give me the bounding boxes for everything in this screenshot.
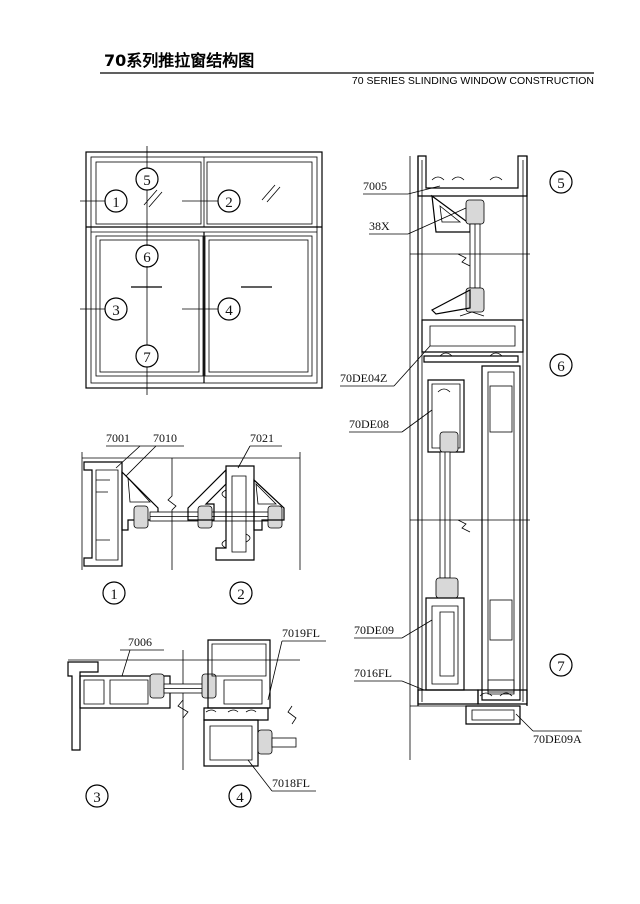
title-english: 70 SERIES SLINDING WINDOW CONSTRUCTION: [352, 75, 594, 87]
part-7010: 7010: [153, 431, 177, 445]
elevation-marker-7: 7: [135, 344, 159, 368]
svg-text:7: 7: [557, 659, 565, 675]
window-elevation: [80, 146, 323, 395]
section-marker-6: 6: [549, 353, 573, 377]
svg-text:1: 1: [110, 587, 118, 603]
svg-text:6: 6: [143, 250, 151, 266]
leaders-34: [120, 640, 326, 792]
svg-text:5: 5: [143, 173, 151, 189]
svg-text:5: 5: [557, 176, 565, 192]
part-7021: 7021: [250, 431, 274, 445]
svg-text:3: 3: [112, 303, 120, 319]
part-7005: 7005: [363, 179, 387, 193]
section-marker-1: 1: [102, 581, 126, 605]
title-chinese: 70系列推拉窗结构图: [104, 51, 254, 70]
elevation-marker-1: 1: [104, 189, 128, 213]
svg-text:7: 7: [143, 350, 151, 366]
section-3-4: [67, 639, 300, 770]
vertical-section: [409, 155, 530, 760]
section-marker-3: 3: [85, 784, 109, 808]
elevation-marker-3: 3: [104, 297, 128, 321]
svg-text:4: 4: [225, 303, 233, 319]
part-70de04z: 70DE04Z: [340, 371, 387, 385]
part-70de08: 70DE08: [349, 417, 389, 431]
svg-text:4: 4: [236, 790, 244, 806]
leaders-vertical: [340, 185, 582, 732]
svg-text:6: 6: [557, 359, 565, 375]
elevation-marker-2: 2: [217, 189, 241, 213]
leaders-12: [106, 445, 282, 477]
section-marker-5: 5: [549, 170, 573, 194]
part-7018fl: 7018FL: [272, 776, 310, 790]
section-marker-4: 4: [228, 784, 252, 808]
part-7001: 7001: [106, 431, 130, 445]
part-38x: 38X: [369, 219, 390, 233]
part-70de09a: 70DE09A: [533, 732, 582, 746]
part-7006: 7006: [128, 635, 152, 649]
svg-text:1: 1: [112, 195, 120, 211]
part-7019fl: 7019FL: [282, 626, 320, 640]
svg-text:3: 3: [93, 790, 101, 806]
section-1-2: [81, 452, 301, 570]
part-70de09: 70DE09: [354, 623, 394, 637]
elevation-marker-6: 6: [135, 244, 159, 268]
svg-text:2: 2: [237, 587, 245, 603]
section-marker-7: 7: [549, 653, 573, 677]
part-7016fl: 7016FL: [354, 666, 392, 680]
elevation-marker-5: 5: [135, 167, 159, 191]
svg-text:2: 2: [225, 195, 233, 211]
elevation-marker-4: 4: [217, 297, 241, 321]
section-marker-2: 2: [229, 581, 253, 605]
